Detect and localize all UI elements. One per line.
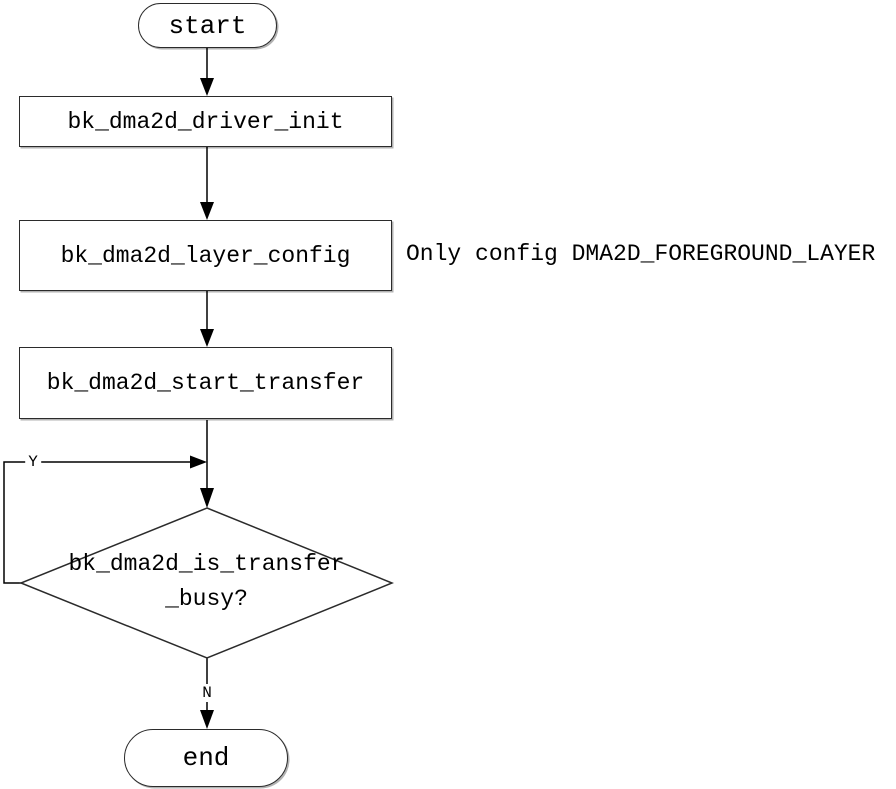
decision-label-line2: _busy? — [165, 586, 248, 612]
arrowhead-down-driver-init — [200, 78, 214, 96]
node-start-label: start — [168, 10, 247, 41]
node-layer-config: bk_dma2d_layer_config — [19, 220, 392, 291]
node-start: start — [138, 3, 277, 48]
node-driver-init-label: bk_dma2d_driver_init — [67, 108, 344, 135]
edge-label-no: N — [199, 684, 215, 702]
annotation-foreground-layer: Only config DMA2D_FOREGROUND_LAYER — [406, 241, 876, 267]
edge-label-yes: Y — [25, 453, 41, 471]
connector-decision-yes-loop — [3, 461, 190, 584]
node-start-transfer: bk_dma2d_start_transfer — [19, 347, 392, 419]
node-layer-config-label: bk_dma2d_layer_config — [60, 242, 351, 269]
decision-diamond-shape — [18, 507, 394, 659]
arrowhead-down-layer-config — [200, 202, 214, 220]
arrowhead-right-loop-junction — [190, 455, 207, 469]
arrowhead-down-start-transfer — [200, 329, 214, 347]
node-end-label: end — [182, 743, 230, 773]
decision-label-line1: bk_dma2d_is_transfer — [68, 551, 345, 577]
node-end: end — [124, 729, 288, 787]
arrowhead-down-end — [200, 710, 214, 729]
arrowhead-down-decision — [200, 488, 214, 508]
node-start-transfer-label: bk_dma2d_start_transfer — [46, 370, 365, 396]
node-driver-init: bk_dma2d_driver_init — [19, 96, 392, 147]
node-busy-decision-label: bk_dma2d_is_transfer _busy? — [21, 547, 392, 617]
